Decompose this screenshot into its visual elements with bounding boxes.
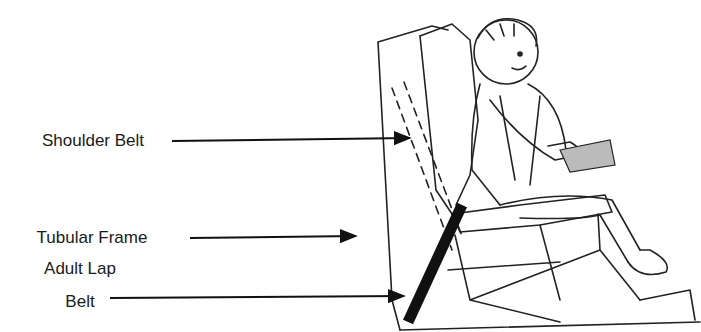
- harness-straps: [500, 96, 540, 185]
- seat-cushion: [452, 195, 612, 232]
- child-legs: [500, 196, 640, 262]
- vehicle-seat-cushion: [400, 290, 700, 330]
- child-shoe: [628, 250, 667, 274]
- leader-lines: [110, 138, 410, 298]
- adult-lap-belt: [408, 205, 462, 322]
- leader-arrow: [172, 138, 410, 141]
- harness-pad: [560, 140, 615, 172]
- part-label: Adult Lap Belt: [30, 252, 130, 318]
- part-label: Shoulder Belt: [8, 125, 178, 157]
- vehicle-seat-back: [378, 26, 448, 330]
- leader-arrow: [190, 236, 356, 238]
- shoulder-belt-dashed: [392, 88, 452, 250]
- seat-drawing: [378, 19, 700, 330]
- child-mouth: [512, 66, 526, 70]
- child-hair: [478, 19, 537, 46]
- leader-arrow: [110, 296, 404, 298]
- part-label: Tubular Frame: [2, 222, 182, 254]
- child-eye: [518, 52, 522, 56]
- seat-back-inner: [420, 36, 452, 214]
- tubular-frame: [448, 214, 640, 322]
